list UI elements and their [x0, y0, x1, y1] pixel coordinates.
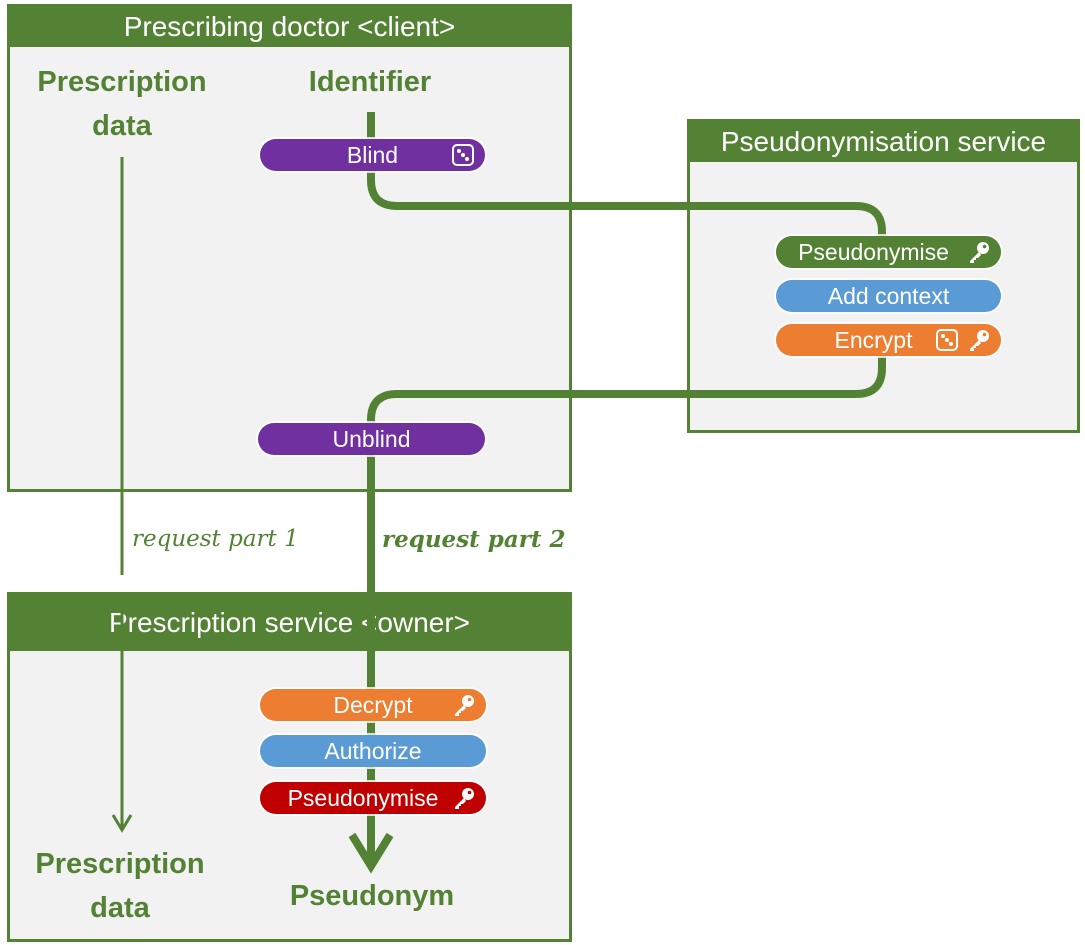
authorize-label: Authorize: [324, 738, 422, 764]
encrypt-label: Encrypt: [834, 327, 913, 353]
add-context-step: Add context: [776, 280, 1001, 312]
pseudonym-label: Pseudonym: [289, 880, 455, 912]
pseudonymisation-service-box: Pseudonymisation service: [687, 119, 1080, 433]
request-part-2-label: request part 2: [382, 526, 566, 553]
prescription-data-line2: data: [90, 892, 150, 924]
unblind-label: Unblind: [332, 426, 411, 452]
identifier-label: Identifier: [308, 66, 432, 98]
service-pseudonymise-step: Pseudonymise: [776, 236, 1001, 268]
prescription-data-line2: data: [92, 110, 152, 142]
decrypt-step: Decrypt: [260, 689, 486, 721]
dice-icon: [935, 328, 959, 352]
prescription-data-label-bottom: Prescription data: [20, 842, 220, 930]
key-icon: [452, 786, 476, 810]
add-context-label: Add context: [827, 283, 950, 309]
blind-label: Blind: [346, 142, 399, 168]
prescription-data-line1: Prescription: [35, 848, 205, 880]
key-icon: [967, 328, 991, 352]
owner-pseudonymise-step: Pseudonymise: [260, 782, 486, 814]
service-pseudonymise-label: Pseudonymise: [798, 239, 949, 265]
owner-pseudonymise-label: Pseudonymise: [287, 785, 439, 811]
prescription-data-label-top: Prescription data: [22, 60, 222, 148]
owner-box-title: Prescription service <owner>: [10, 595, 569, 651]
decrypt-label: Decrypt: [333, 692, 413, 718]
key-icon: [452, 693, 476, 717]
encrypt-step: Encrypt: [776, 324, 1001, 356]
blind-step: Blind: [260, 139, 485, 171]
unblind-step: Unblind: [258, 423, 485, 455]
owner-box: Prescription service <owner>: [7, 592, 572, 942]
authorize-step: Authorize: [260, 735, 486, 767]
request-part-1-label: request part 1: [132, 526, 299, 552]
client-box-title: Prescribing doctor <client>: [10, 7, 569, 47]
key-icon: [967, 240, 991, 264]
pseudonymisation-service-title: Pseudonymisation service: [690, 122, 1077, 162]
prescription-data-line1: Prescription: [37, 66, 207, 98]
dice-icon: [451, 143, 475, 167]
